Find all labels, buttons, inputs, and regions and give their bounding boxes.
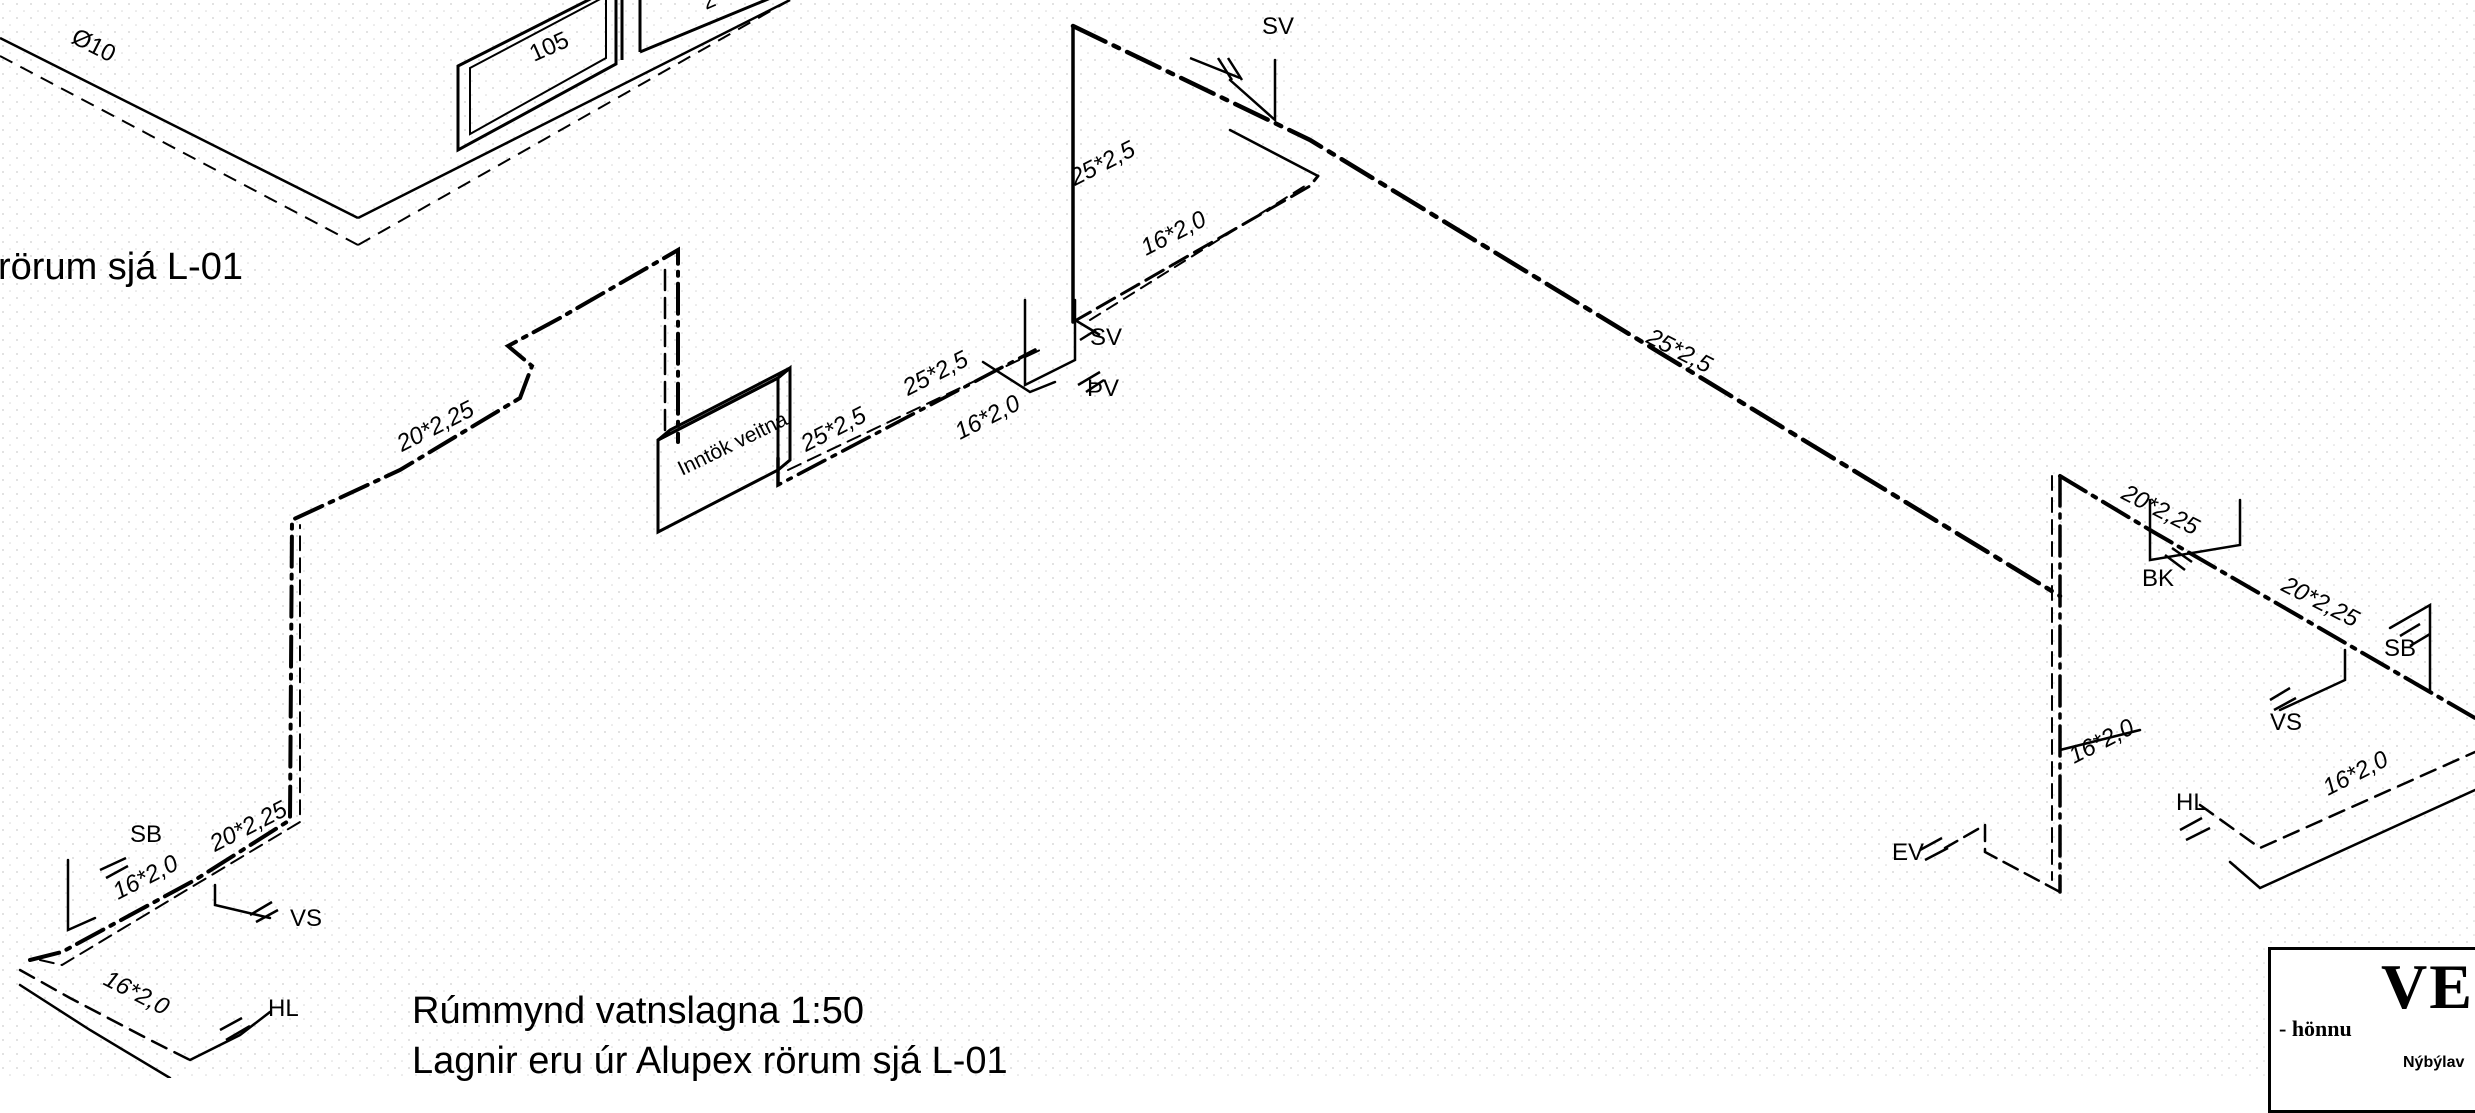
drawing-caption-subtitle: Lagnir eru úr Alupex rörum sjá L-01	[412, 1040, 1008, 1082]
paper-background	[0, 0, 2475, 1078]
fixture-label-pv: ÞV	[1087, 375, 1119, 402]
fixture-labels: SV SV ÞV SB VS HL BK SB VS EV HL	[130, 13, 2416, 1022]
fixture-label-sv: SV	[1090, 324, 1122, 351]
fixture-label-sb: SB	[2384, 635, 2416, 662]
fixture-label-ev: EV	[1892, 839, 1924, 866]
company-subtitle: - hönnu	[2279, 1016, 2352, 1041]
isometric-plumbing-drawing: Ø10 105 2	[0, 0, 2475, 1078]
fixture-label-vs: VS	[290, 905, 322, 932]
intake-box	[656, 364, 792, 535]
pipe-material-note: rörum sjá L-01	[0, 246, 243, 288]
fixture-label-hl: HL	[268, 995, 299, 1022]
room-105-box	[456, 0, 618, 153]
fixture-label-sv: SV	[1262, 13, 1294, 40]
room-partial-box	[620, 0, 770, 60]
company-address: Nýbýlav	[2403, 1054, 2465, 1071]
fixture-label-bk: BK	[2142, 565, 2174, 592]
fixture-label-hl: HL	[2176, 789, 2207, 816]
fixture-label-sb: SB	[130, 821, 162, 848]
drawing-caption-title: Rúmmynd vatnslagna 1:50	[412, 990, 865, 1032]
title-block: VE - hönnu Nýbýlav	[2268, 947, 2475, 1113]
room-outline	[0, 0, 791, 246]
valve-marks	[99, 56, 2431, 1042]
fixture-label-vs: VS	[2270, 709, 2302, 736]
company-logo: VE	[2381, 951, 2474, 1022]
pipe-network	[18, 23, 2475, 1078]
